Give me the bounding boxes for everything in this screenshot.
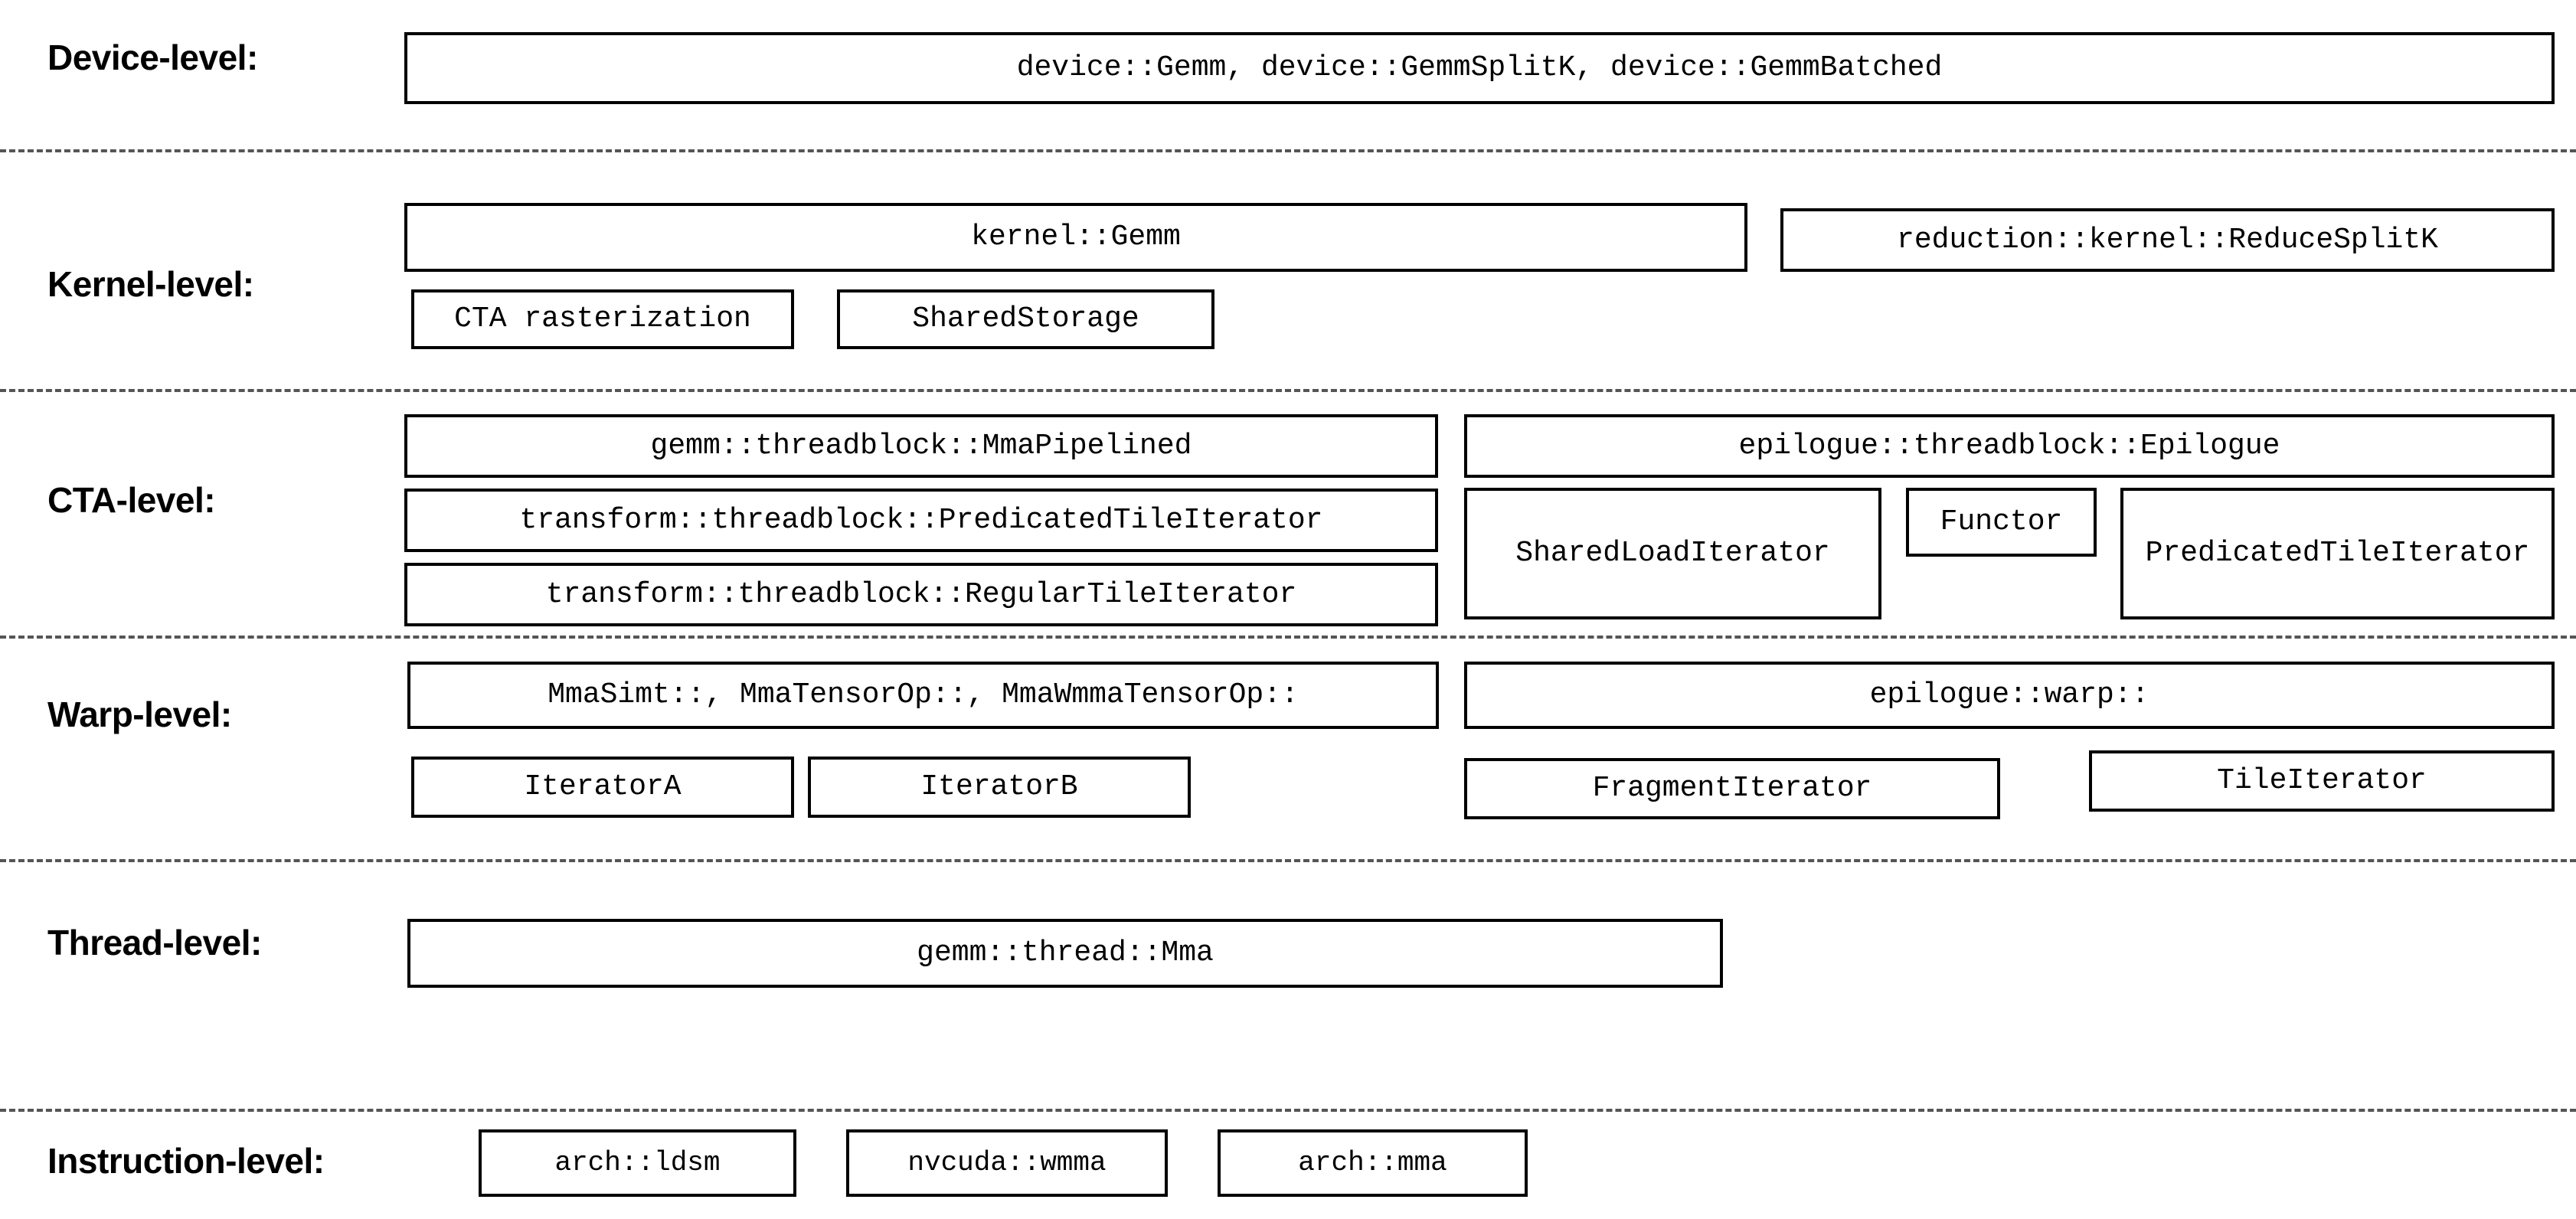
threadblock-regulartileiterator-label: transform::threadblock::RegularTileItera… (545, 577, 1297, 611)
threadblock-regulartileiterator-box: transform::threadblock::RegularTileItera… (404, 563, 1438, 626)
warp-tileiterator-box: TileIterator (2089, 750, 2555, 812)
reduction-reducesplitk-box: reduction::kernel::ReduceSplitK (1780, 208, 2555, 272)
gemm-thread-mma-box: gemm::thread::Mma (407, 919, 1723, 988)
arch-ldsm-label: arch::ldsm (554, 1147, 721, 1179)
epilogue-predicatedtileiterator-box: PredicatedTileIterator (2120, 488, 2555, 619)
arch-mma-label: arch::mma (1298, 1147, 1447, 1179)
device-gemm-label: device::Gemm, device::GemmSplitK, device… (1016, 51, 1943, 85)
divider-warp-thread (0, 859, 2576, 862)
gemm-thread-mma-label: gemm::thread::Mma (917, 936, 1214, 970)
epilogue-warp-box: epilogue::warp:: (1464, 662, 2555, 729)
functor-label: Functor (1940, 505, 2063, 539)
iterator-b-box: IteratorB (808, 757, 1191, 818)
epilogue-warp-label: epilogue::warp:: (1869, 678, 2149, 712)
sharedloaditerator-box: SharedLoadIterator (1464, 488, 1881, 619)
row-label-cta-level: CTA-level: (47, 480, 216, 520)
warp-mma-box: MmaSimt::, MmaTensorOp::, MmaWmmaTensorO… (407, 662, 1439, 729)
arch-ldsm-box: arch::ldsm (479, 1129, 796, 1197)
warp-tileiterator-label: TileIterator (2217, 764, 2427, 798)
row-label-instruction-level: Instruction-level: (47, 1141, 325, 1181)
mmapipelined-box: gemm::threadblock::MmaPipelined (404, 414, 1438, 478)
iterator-b-label: IteratorB (920, 770, 1078, 804)
cta-rasterization-label: CTA rasterization (454, 302, 751, 336)
reduction-reducesplitk-label: reduction::kernel::ReduceSplitK (1897, 223, 2438, 257)
device-gemm-box: device::Gemm, device::GemmSplitK, device… (404, 32, 2555, 104)
epilogue-threadblock-label: epilogue::threadblock::Epilogue (1738, 429, 2280, 462)
row-label-thread-level: Thread-level: (47, 923, 262, 962)
row-label-warp-level: Warp-level: (47, 694, 232, 734)
sharedstorage-label: SharedStorage (912, 302, 1139, 336)
warp-mma-label: MmaSimt::, MmaTensorOp::, MmaWmmaTensorO… (548, 678, 1299, 712)
fragmentiterator-box: FragmentIterator (1464, 758, 2000, 819)
nvcuda-wmma-box: nvcuda::wmma (846, 1129, 1168, 1197)
arch-mma-box: arch::mma (1218, 1129, 1528, 1197)
iterator-a-box: IteratorA (411, 757, 794, 818)
nvcuda-wmma-label: nvcuda::wmma (907, 1147, 1107, 1179)
fragmentiterator-label: FragmentIterator (1592, 772, 1872, 806)
divider-device-kernel (0, 149, 2576, 152)
threadblock-predicatedtileiterator-box: transform::threadblock::PredicatedTileIt… (404, 489, 1438, 552)
sharedloaditerator-label: SharedLoadIterator (1515, 537, 1830, 570)
epilogue-threadblock-box: epilogue::threadblock::Epilogue (1464, 414, 2555, 478)
mmapipelined-label: gemm::threadblock::MmaPipelined (650, 429, 1192, 462)
threadblock-predicatedtileiterator-label: transform::threadblock::PredicatedTileIt… (519, 503, 1323, 537)
divider-thread-instruction (0, 1109, 2576, 1112)
sharedstorage-box: SharedStorage (837, 289, 1214, 349)
row-label-kernel-level: Kernel-level: (47, 264, 254, 304)
kernel-gemm-box: kernel::Gemm (404, 203, 1747, 272)
functor-box: Functor (1906, 488, 2097, 557)
cta-rasterization-box: CTA rasterization (411, 289, 794, 349)
row-label-device-level: Device-level: (47, 38, 258, 77)
kernel-gemm-label: kernel::Gemm (971, 221, 1181, 254)
divider-cta-warp (0, 636, 2576, 639)
epilogue-predicatedtileiterator-label: PredicatedTileIterator (2145, 537, 2530, 570)
iterator-a-label: IteratorA (524, 770, 682, 804)
divider-kernel-cta (0, 389, 2576, 392)
